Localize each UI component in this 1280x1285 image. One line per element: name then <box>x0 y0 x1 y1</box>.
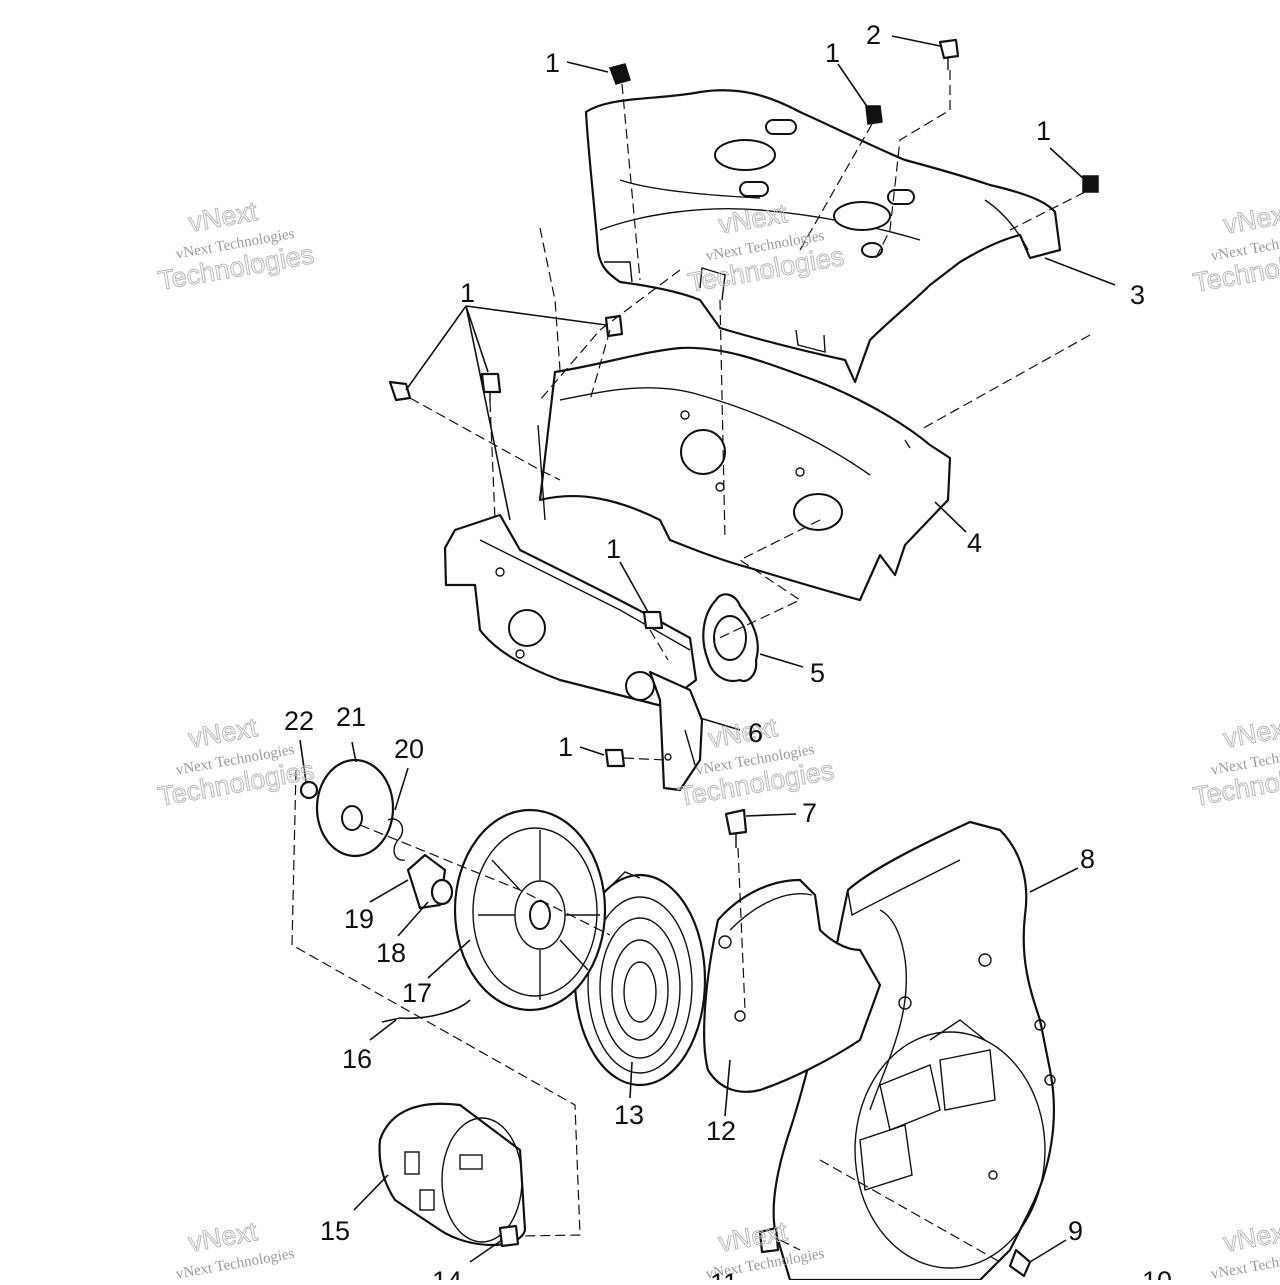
callout-1: 1 <box>460 278 475 308</box>
callout-1: 1 <box>558 732 573 762</box>
pawl-assembly <box>299 758 454 910</box>
callout-15: 15 <box>320 1216 350 1246</box>
assembly-lines <box>291 70 1091 1263</box>
starter-cup <box>378 1102 527 1246</box>
callout-1: 1 <box>1036 116 1051 146</box>
leader-lines <box>299 35 1116 1263</box>
watermark-line1: vNext <box>1221 198 1280 240</box>
callout-19: 19 <box>344 904 374 934</box>
callout-22: 22 <box>284 706 314 736</box>
callout-1: 1 <box>825 38 840 68</box>
callout-17: 17 <box>402 978 432 1008</box>
callout-21: 21 <box>336 702 366 732</box>
starter-pulley <box>381 808 607 1023</box>
callout-1: 1 <box>545 48 560 78</box>
callout-14: 14 <box>432 1266 462 1280</box>
gasket-5 <box>702 593 759 683</box>
starter-bracket <box>703 878 882 1093</box>
watermark-line1: vNext <box>186 712 260 754</box>
callout-2: 2 <box>866 20 881 50</box>
watermark-line1: vNext <box>706 712 780 754</box>
fasteners <box>388 38 1099 1278</box>
callout-1: 1 <box>606 534 621 564</box>
callout-3: 3 <box>1130 280 1145 310</box>
callout-8: 8 <box>1080 844 1095 874</box>
callout-7: 7 <box>802 798 817 828</box>
bracket-6 <box>648 670 704 792</box>
callout-11: 11 <box>710 1268 738 1280</box>
callout-12: 12 <box>706 1116 736 1146</box>
watermark-line1: vNext <box>186 196 260 238</box>
callout-13: 13 <box>614 1100 644 1130</box>
watermark-line1: vNext <box>716 1216 790 1258</box>
air-baffle <box>537 346 952 602</box>
watermark-line1: vNext <box>186 1216 260 1258</box>
callout-16: 16 <box>342 1044 372 1074</box>
callout-18: 18 <box>376 938 406 968</box>
lower-baffle <box>443 513 698 712</box>
callout-5: 5 <box>810 658 825 688</box>
watermark-line1: vNext <box>1221 712 1280 754</box>
callout-10: 10 <box>1142 1266 1172 1280</box>
callout-4: 4 <box>967 528 982 558</box>
watermark-line1: vNext <box>1221 1216 1280 1258</box>
callout-20: 20 <box>394 734 424 764</box>
upper-shroud <box>584 89 1062 384</box>
callout-6: 6 <box>748 718 763 748</box>
callout-9: 9 <box>1068 1216 1083 1246</box>
